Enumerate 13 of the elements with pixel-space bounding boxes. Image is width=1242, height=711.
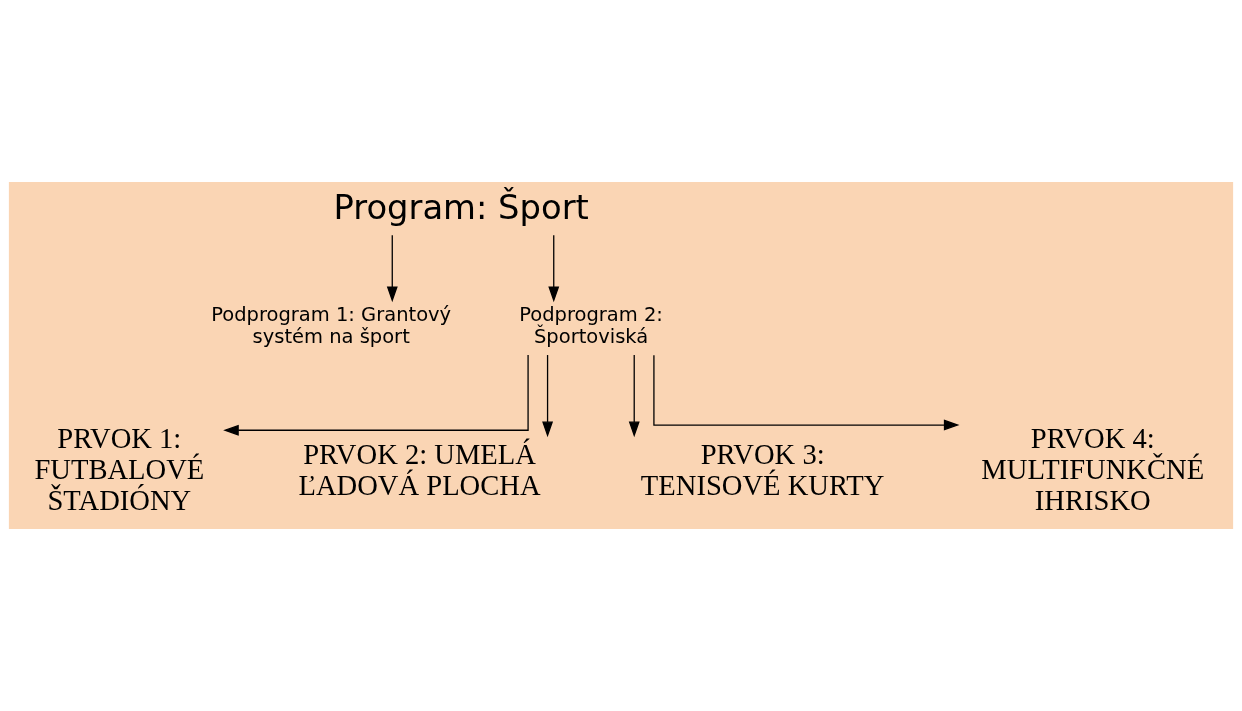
node-text: Podprogram 2: Športoviská xyxy=(519,303,663,349)
node-text: PRVOK 1: FUTBALOVÉ ŠTADIÓNY xyxy=(34,422,205,517)
node-text: PRVOK 2: UMELÁ ĽADOVÁ PLOCHA xyxy=(298,438,541,501)
arrow xyxy=(223,354,529,436)
arrow xyxy=(542,354,554,438)
arrow xyxy=(628,354,640,438)
arrow xyxy=(653,354,960,431)
node-text: Program: Šport xyxy=(333,188,589,228)
arrow xyxy=(386,234,398,303)
arrow xyxy=(548,234,560,303)
node-text: PRVOK 4: MULTIFUNKČNÉ IHRISKO xyxy=(981,422,1205,517)
node-text: PRVOK 3: TENISOVÉ KURTY xyxy=(640,438,885,501)
node-text: Podprogram 1: Grantový systém na šport xyxy=(211,303,452,349)
